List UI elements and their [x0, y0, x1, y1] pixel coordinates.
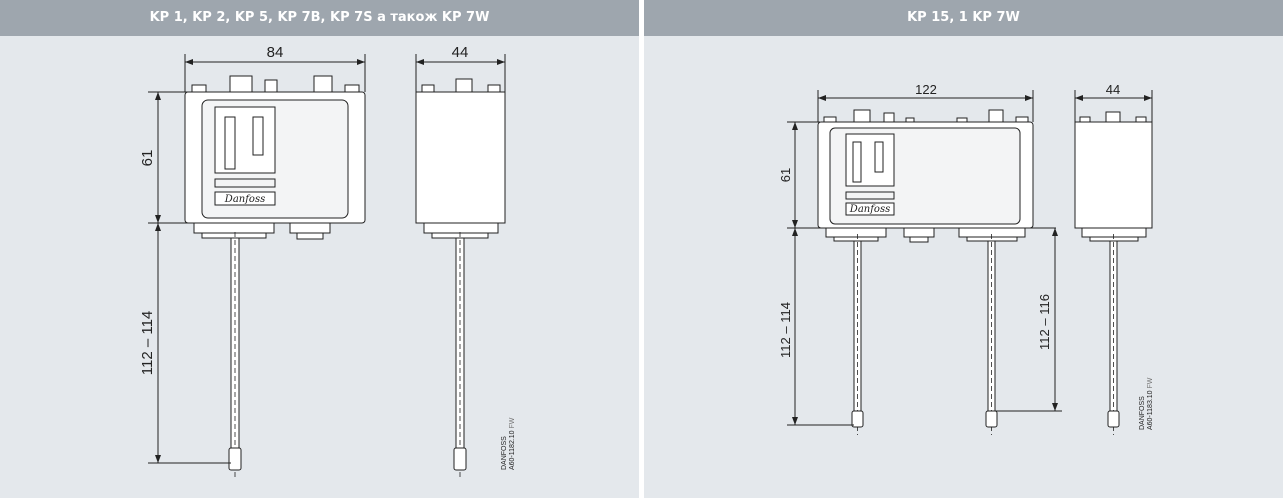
height-label: 61 — [778, 168, 793, 182]
panel-title: KP 1, KP 2, KP 5, KP 7B, KP 7S а також K… — [0, 0, 639, 36]
dual-switch-drawing: 122 44 — [778, 82, 1154, 435]
depth-dimension: 44 — [415, 44, 506, 92]
switch-side-view — [415, 78, 506, 480]
danfoss-logo: Danfoss — [849, 204, 890, 215]
width-dimension: 84 — [184, 44, 366, 92]
switch-front-view: Danfoss — [184, 75, 366, 480]
panel-dual-switch: KP 15, 1 KP 7W 122 44 — [644, 0, 1283, 498]
height-label: 61 — [139, 150, 156, 167]
single-switch-drawing: 84 44 — [139, 44, 516, 480]
depth-label: 44 — [1106, 82, 1120, 97]
height-dimension: 61 — [778, 121, 1056, 229]
depth-label: 44 — [452, 44, 469, 61]
width-dimension: 122 — [817, 82, 1034, 122]
tube-length-label: 112 – 114 — [139, 311, 156, 376]
drawing-code: DANFOSS A60-1183.10 FW — [1139, 377, 1154, 430]
code-ref: A60-1182.10 — [509, 430, 516, 470]
svg-text:A60-1182.10 FW: A60-1182.10 FW — [509, 417, 516, 470]
panel-title: KP 15, 1 KP 7W — [644, 0, 1283, 36]
code-brand: DANFOSS — [1139, 396, 1146, 430]
drawing-code: DANFOSS A60-1182.10 FW — [501, 417, 516, 470]
width-label: 122 — [915, 82, 937, 97]
tube-length-label-left: 112 – 114 — [778, 302, 793, 358]
depth-dimension: 44 — [1074, 82, 1153, 122]
panel-single-switch: KP 1, KP 2, KP 5, KP 7B, KP 7S а також K… — [0, 0, 639, 498]
code-brand: DANFOSS — [501, 436, 508, 470]
code-ref: A60-1183.10 — [1147, 390, 1154, 430]
tube-length-dimension: 112 – 114 — [139, 223, 231, 464]
tube-length-dimension-right: 112 – 116 — [995, 228, 1062, 412]
width-label: 84 — [267, 44, 284, 61]
tube-length-dimension-left: 112 – 114 — [778, 228, 854, 426]
switch-side-view — [1074, 111, 1153, 435]
code-suffix: FW — [509, 417, 516, 428]
svg-text:A60-1183.10 FW: A60-1183.10 FW — [1147, 377, 1154, 430]
danfoss-logo: Danfoss — [224, 194, 265, 205]
code-suffix: FW — [1147, 377, 1154, 388]
tube-length-label-right: 112 – 116 — [1037, 294, 1052, 350]
switch-front-view: Danfoss — [817, 109, 1034, 435]
height-dimension: 61 — [139, 91, 188, 224]
